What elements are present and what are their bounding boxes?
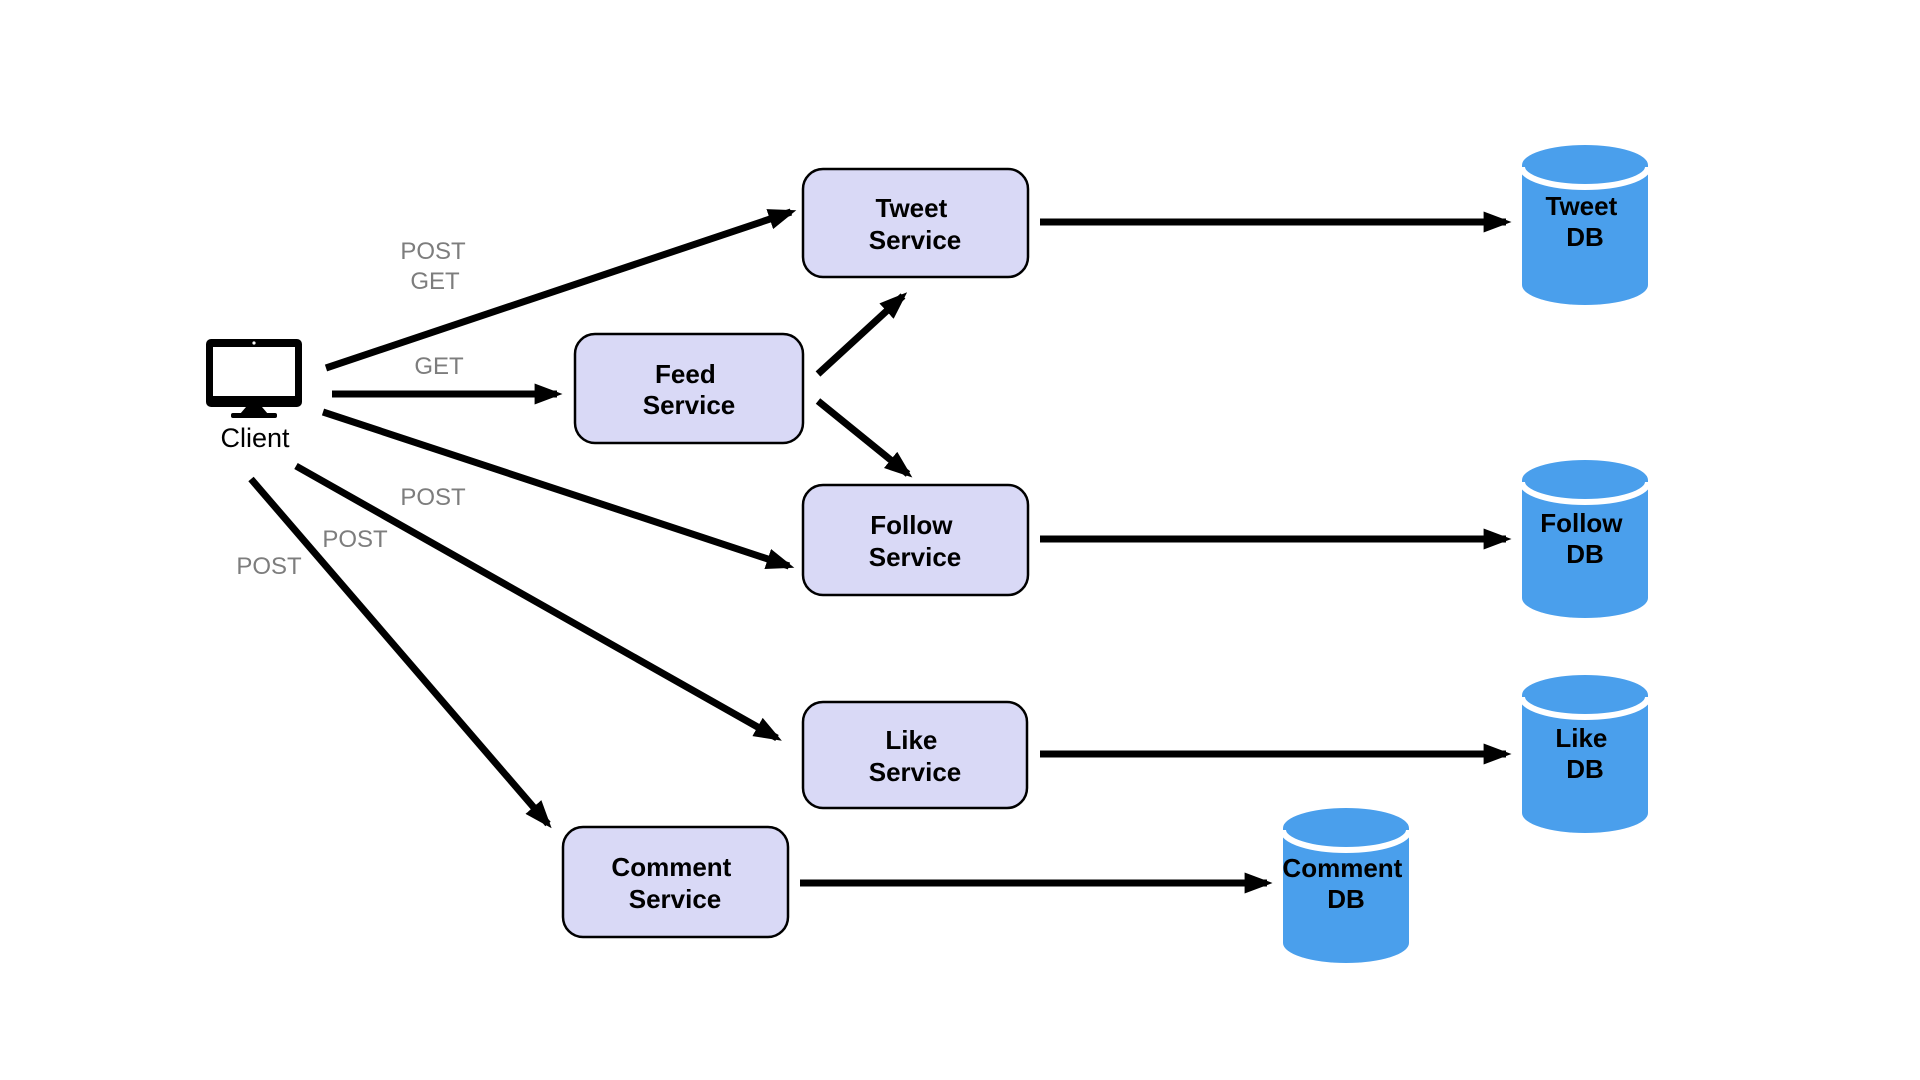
- tweet-db-label: Tweet DB: [1546, 191, 1625, 252]
- follow-service-label-line1: Follow: [870, 510, 953, 540]
- edge-label-client-tweet-get: GET: [410, 268, 460, 295]
- tweet-service-label-line2: Service: [869, 225, 962, 255]
- like-service-label-line1: Like: [885, 725, 937, 755]
- tweet-db-label-line2: DB: [1566, 222, 1604, 252]
- comment-service-label-line2: Service: [629, 884, 722, 914]
- comment-db-lid-line: [1280, 829, 1412, 853]
- database-nodes: Tweet DB Follow DB Like DB: [1280, 145, 1651, 963]
- edge-client-to-follow-service: [321, 408, 795, 570]
- monitor-stand: [240, 407, 268, 414]
- comment-db-node: Comment DB: [1280, 808, 1412, 963]
- like-db-label-line1: Like: [1555, 723, 1607, 753]
- client-monitor-icon: [206, 339, 302, 418]
- edge-label-client-follow-post: POST: [400, 484, 466, 511]
- tweet-db-label-line1: Tweet: [1546, 191, 1618, 221]
- like-db-label: Like DB: [1555, 723, 1614, 784]
- edge-label-client-comment-post: POST: [236, 553, 302, 580]
- edge-client-to-like-service: [294, 462, 782, 742]
- comment-service-label: Comment Service: [611, 852, 738, 914]
- like-service-node: Like Service: [801, 700, 1029, 810]
- tweet-service-node: Tweet Service: [801, 167, 1030, 279]
- follow-db-node: Follow DB: [1519, 460, 1651, 618]
- tweet-db-lid-line: [1519, 166, 1651, 190]
- tweet-db-node: Tweet DB: [1519, 145, 1651, 305]
- comment-db-label-line2: DB: [1327, 884, 1365, 914]
- tweet-service-label-line1: Tweet: [876, 193, 948, 223]
- feed-service-label: Feed Service: [643, 359, 736, 420]
- edge-feed-service-to-follow-service: [815, 398, 913, 478]
- edge-label-client-feed-get: GET: [414, 353, 464, 380]
- comment-db-label-line1: Comment: [1282, 853, 1402, 883]
- tweet-service-label: Tweet Service: [869, 193, 962, 255]
- edge-feed-service-to-tweet-service: [815, 292, 908, 377]
- tweet-service-box: [801, 167, 1030, 279]
- like-db-label-line2: DB: [1566, 754, 1604, 784]
- edge-labels: POST GET GET POST POST POST: [236, 238, 466, 580]
- comment-db-label: Comment DB: [1282, 853, 1409, 914]
- follow-service-box: [801, 483, 1030, 597]
- edge-client-to-comment-service: [248, 476, 552, 829]
- comment-service-label-line1: Comment: [611, 852, 731, 882]
- monitor-screen: [213, 347, 295, 396]
- edges: [248, 208, 1512, 894]
- follow-service-label: Follow Service: [869, 510, 962, 572]
- follow-db-lid-line: [1519, 481, 1651, 505]
- follow-db-label-line1: Follow: [1540, 508, 1623, 538]
- like-service-label: Like Service: [869, 725, 962, 787]
- follow-db-label-line2: DB: [1566, 539, 1604, 569]
- edge-label-client-like-post: POST: [322, 526, 388, 553]
- follow-service-node: Follow Service: [801, 483, 1030, 597]
- comment-service-node: Comment Service: [561, 825, 790, 939]
- edge-label-client-tweet-post: POST: [400, 238, 466, 265]
- comment-service-box: [561, 825, 790, 939]
- client-node: Client: [206, 339, 302, 453]
- feed-service-label-line1: Feed: [655, 359, 716, 389]
- feed-service-node: Feed Service: [573, 332, 805, 445]
- follow-service-label-line2: Service: [869, 542, 962, 572]
- service-nodes: Tweet Service Feed Service Follow Servic…: [561, 167, 1030, 939]
- like-db-lid-line: [1519, 696, 1651, 720]
- like-service-label-line2: Service: [869, 757, 962, 787]
- feed-service-box: [573, 332, 805, 445]
- monitor-camera-dot: [252, 341, 256, 345]
- feed-service-label-line2: Service: [643, 390, 736, 420]
- client-label: Client: [220, 423, 290, 453]
- like-service-box: [801, 700, 1029, 810]
- follow-db-label: Follow DB: [1540, 508, 1630, 569]
- edge-client-to-tweet-service: [324, 208, 797, 372]
- like-db-node: Like DB: [1519, 675, 1651, 833]
- monitor-base: [231, 413, 277, 418]
